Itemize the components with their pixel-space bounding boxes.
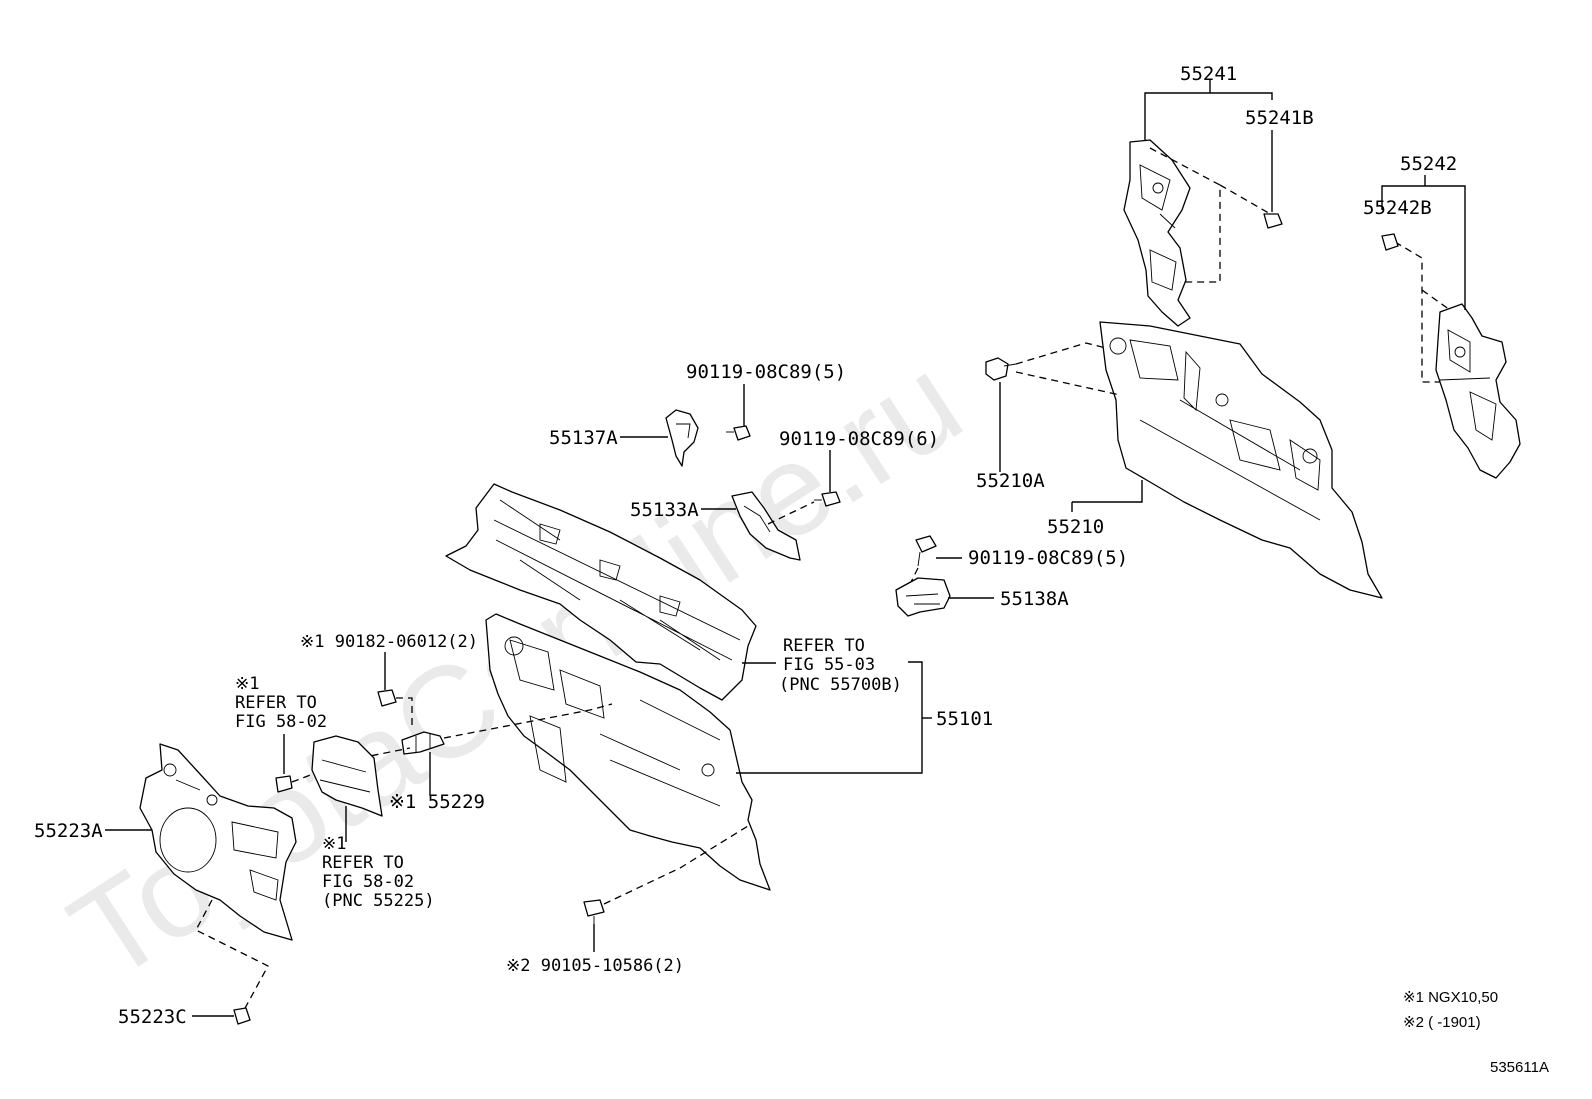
label-55210A: 55210A (976, 470, 1045, 492)
label-90182-06012: ※1 90182-06012(2) (300, 632, 478, 652)
footnote-2: ※2 ( -1901) (1403, 1014, 1481, 1031)
ref-58-02a-line1: REFER TO (235, 693, 317, 713)
part-55101-illustration[interactable] (485, 613, 771, 891)
label-55223A: 55223A (34, 820, 103, 842)
bolt-55210A-icon[interactable] (985, 357, 1017, 381)
label-55241B: 55241B (1245, 107, 1314, 129)
footnote-1: ※1 NGX10,50 (1403, 989, 1498, 1006)
ref-55-03-line3: (PNC 55700B) (779, 675, 902, 695)
label-55137A: 55137A (549, 427, 618, 449)
ref-58-02a-line2: FIG 58-02 (235, 712, 327, 732)
bolt-90105-icon[interactable] (583, 899, 605, 924)
nut-90182-icon[interactable] (377, 689, 397, 707)
part-55138A-illustration[interactable] (895, 577, 951, 617)
part-55210-illustration[interactable] (1099, 321, 1383, 599)
label-55101: 55101 (936, 708, 993, 730)
nut-58-02-icon[interactable] (275, 775, 293, 793)
clip-55242B-icon[interactable] (1381, 233, 1399, 251)
part-55225-insulator-illustration[interactable] (311, 735, 383, 817)
label-55229: ※1 55229 (389, 791, 485, 813)
label-90119-08C89-5-top: 90119-08C89(5) (686, 361, 846, 383)
label-55210: 55210 (1047, 516, 1104, 538)
bolt-90119-lower-icon[interactable] (915, 535, 937, 567)
part-55133A-illustration[interactable] (731, 491, 801, 561)
part-55242-illustration[interactable] (1435, 303, 1521, 479)
label-55133A: 55133A (630, 499, 699, 521)
label-55242B: 55242B (1363, 197, 1432, 219)
part-55137A-illustration[interactable] (665, 409, 699, 467)
figure-id: 535611A (1490, 1059, 1549, 1076)
ref-55-03-line1: REFER TO (783, 636, 865, 656)
part-cowl-top-illustration[interactable] (445, 483, 757, 701)
label-90119-08C89-5-lower: 90119-08C89(5) (968, 547, 1128, 569)
ref-58-02b-line0: ※1 (322, 834, 346, 854)
label-55242: 55242 (1400, 153, 1457, 175)
label-55138A: 55138A (1000, 588, 1069, 610)
ref-58-02b-line1: REFER TO (322, 853, 404, 873)
label-90105-10586: ※2 90105-10586(2) (506, 956, 684, 976)
clip-55223C-icon[interactable] (233, 1007, 251, 1025)
label-90119-08C89-6: 90119-08C89(6) (779, 428, 939, 450)
part-55229-illustration[interactable] (401, 731, 445, 755)
label-55223C: 55223C (118, 1006, 187, 1028)
ref-58-02b-line3: (PNC 55225) (322, 891, 435, 911)
ref-58-02b-line2: FIG 58-02 (322, 872, 414, 892)
bolt-90119-top-icon[interactable] (726, 425, 751, 441)
ref-55-03-line2: FIG 55-03 (783, 655, 875, 675)
bolt-90119-mid-icon[interactable] (814, 491, 841, 507)
part-55241-illustration[interactable] (1123, 139, 1191, 327)
clip-55241B-icon[interactable] (1263, 213, 1283, 229)
label-55241: 55241 (1180, 63, 1237, 85)
ref-58-02a-line0: ※1 (235, 674, 259, 694)
part-55223A-illustration[interactable] (139, 743, 297, 941)
